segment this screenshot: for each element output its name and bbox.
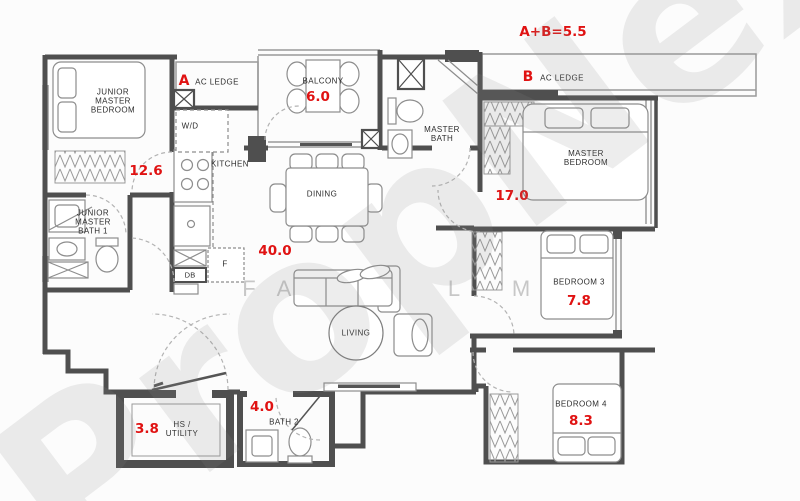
fridge-icon	[207, 247, 245, 283]
bath-fixtures	[47, 59, 479, 464]
area-living-dining: 40.0	[258, 243, 292, 259]
watermark-letter: F	[242, 276, 256, 301]
living-furniture	[293, 264, 433, 392]
room-label-master-bedroom: MASTER BEDROOM	[563, 149, 609, 167]
shower-screen-icon	[437, 59, 479, 95]
table-icon	[305, 59, 341, 113]
area-balcony: 6.0	[306, 89, 330, 105]
chair-icon	[286, 88, 308, 114]
area-junior-master-bedroom: 12.6	[129, 163, 163, 179]
combined-ledge-area: A+B=5.5	[519, 24, 587, 40]
area-bedroom3: 7.8	[567, 293, 591, 309]
toilet-icon	[95, 237, 119, 247]
hs-utility-label: HS / UTILITY	[165, 420, 199, 438]
door-leaves	[151, 371, 321, 431]
sink-icon	[186, 219, 196, 229]
chair-icon	[341, 225, 365, 243]
ledge-b-tag: B	[522, 69, 534, 85]
area-bedroom4: 8.3	[569, 413, 593, 429]
vanity-icon	[245, 429, 279, 463]
bed	[52, 61, 649, 463]
dining-label: DINING	[306, 189, 338, 199]
door-openings	[176, 387, 293, 400]
living-rug-icon	[328, 305, 384, 361]
ledge-b-label: AC LEDGE	[540, 73, 584, 83]
wall-chunks	[248, 50, 622, 338]
bedroom3-label: BEDROOM 3	[553, 277, 605, 287]
room-label-junior-master-bedroom: JUNIOR MASTER BEDROOM	[90, 87, 136, 115]
chair-icon	[338, 88, 360, 114]
dining-set	[269, 153, 383, 243]
fridge-label: F	[222, 259, 228, 269]
watermark-letter: L	[447, 276, 461, 301]
chair-icon	[289, 225, 313, 243]
balcony-label: BALCONY	[302, 76, 344, 86]
tv-icon	[338, 384, 400, 388]
sink-icon	[56, 241, 78, 257]
room-label-master-bath: MASTER BATH	[424, 125, 460, 143]
ledge-a-tag: A	[178, 73, 190, 89]
stove-burner-icon	[180, 177, 194, 191]
kitchen-label: KITCHEN	[211, 159, 249, 169]
area-master-bedroom: 17.0	[495, 188, 529, 204]
entrance-door-leaf	[151, 371, 227, 392]
stove-burner-icon	[196, 177, 210, 191]
sink-icon	[391, 133, 409, 155]
area-hs-utility: 3.8	[135, 421, 159, 437]
area-bath2: 4.0	[250, 399, 274, 415]
bath2-door-leaf	[291, 395, 321, 431]
chair-icon	[269, 183, 287, 213]
toilet-icon	[387, 97, 397, 125]
living-label: LIVING	[341, 328, 371, 338]
door-swings	[85, 105, 515, 441]
wardrobe-hatch	[54, 101, 535, 463]
balcony-furniture	[286, 59, 360, 114]
bath2-label: BATH 2	[269, 417, 299, 427]
kitchen-fixtures	[173, 109, 245, 295]
ac-unit-icon	[172, 57, 426, 150]
wd-label: W/D	[181, 121, 199, 131]
stove-burner-icon	[180, 158, 194, 172]
room-label-junior-master-bath: JUNIOR MASTER BATH 1	[75, 208, 111, 236]
chair-icon	[315, 225, 339, 243]
bedroom4-label: BEDROOM 4	[555, 399, 607, 409]
db-box	[173, 267, 207, 283]
toilet-icon	[287, 455, 313, 464]
utility-interior	[131, 403, 221, 457]
db-label: DB	[184, 270, 196, 280]
watermark-letter: A	[276, 276, 292, 301]
watermark-letter: M	[511, 276, 531, 301]
dining-table-icon	[285, 167, 369, 227]
stove-burner-icon	[196, 158, 210, 172]
washer-dryer-icon	[175, 109, 229, 153]
ledge-a-label: AC LEDGE	[195, 77, 239, 87]
pillow-icon	[359, 264, 391, 280]
